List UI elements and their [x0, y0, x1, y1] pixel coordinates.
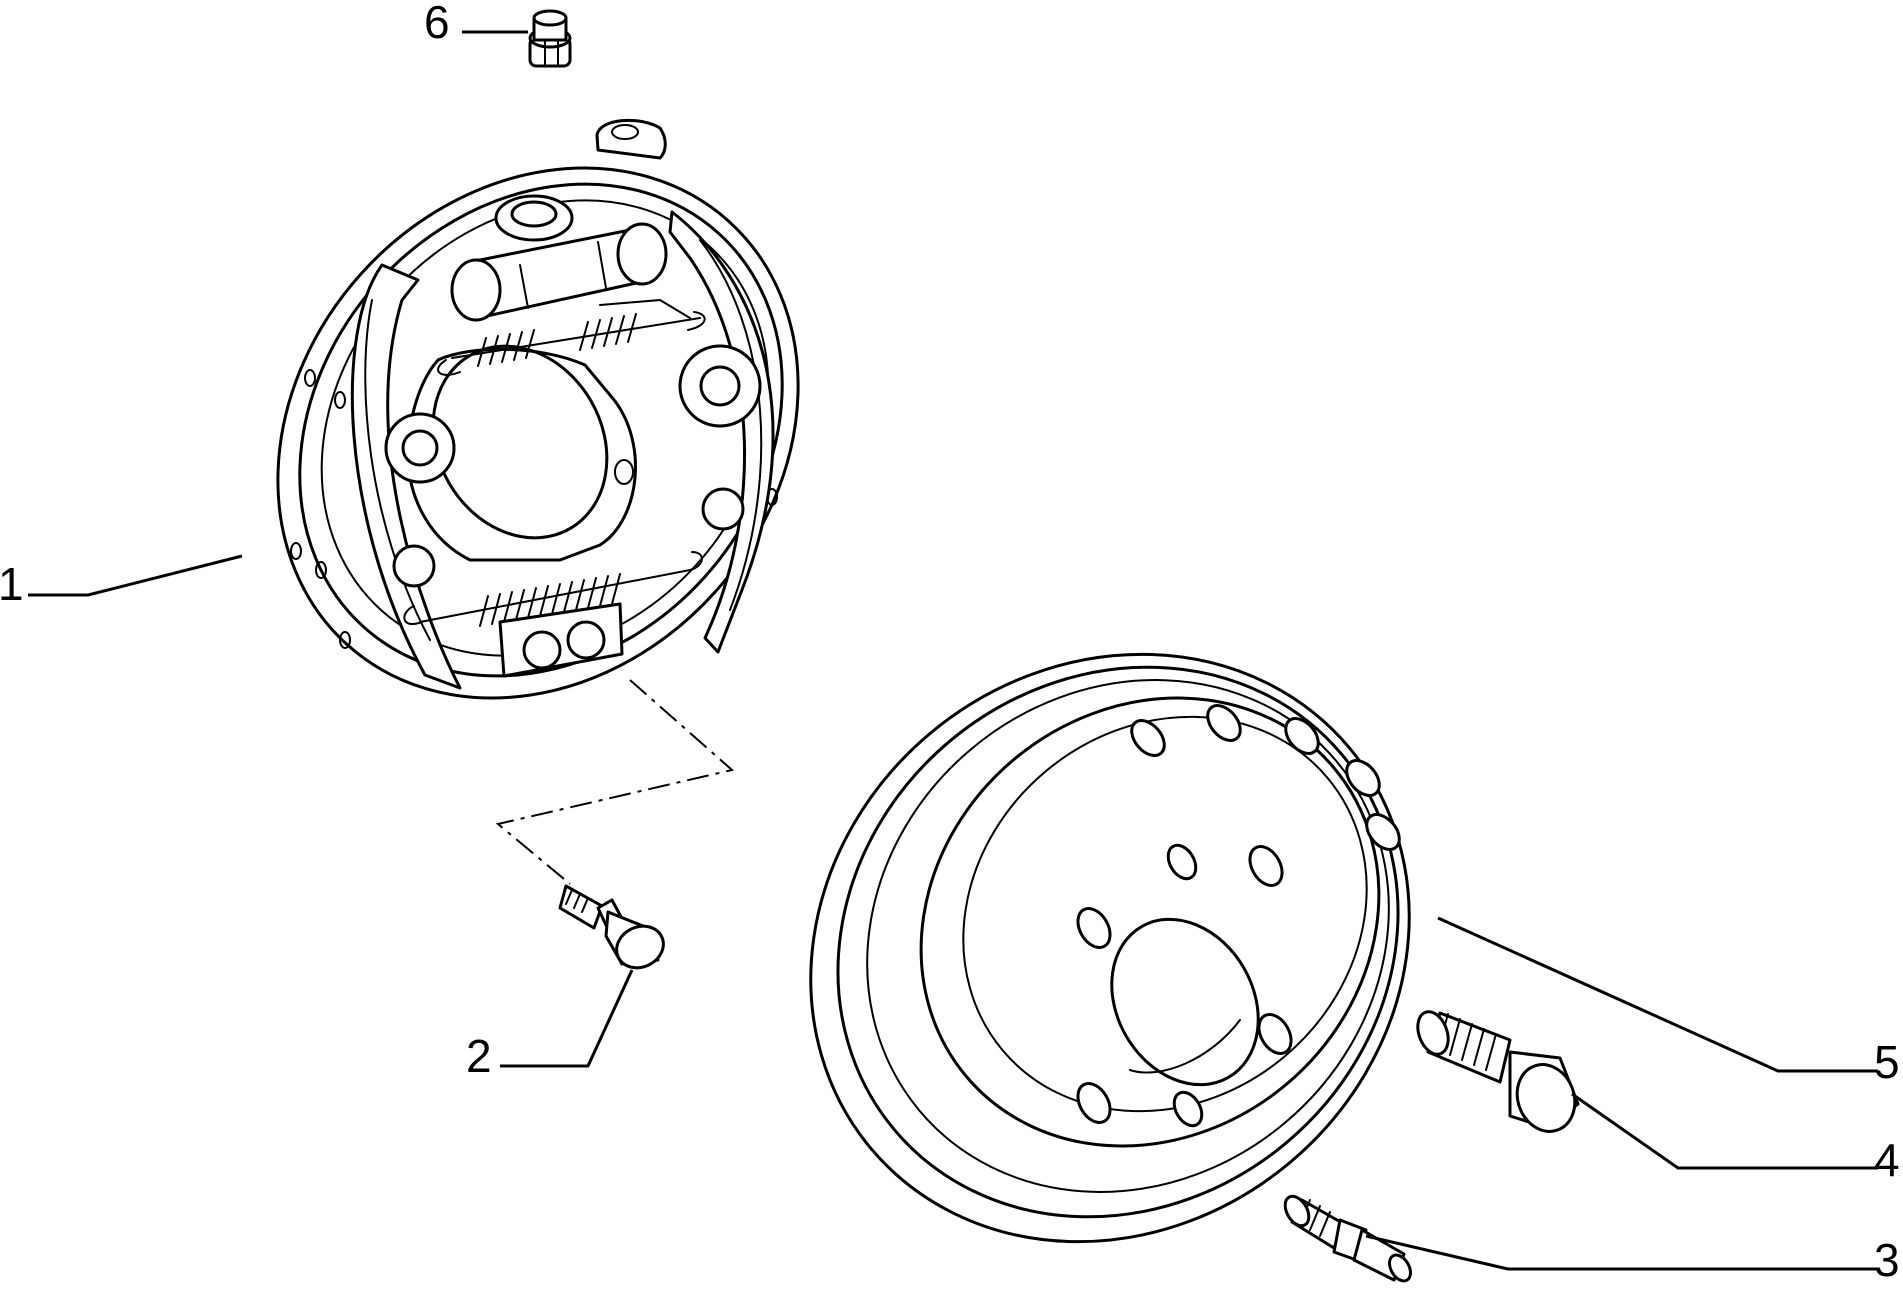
callout-3: 3 [1874, 1234, 1900, 1286]
leader-line-5 [1437, 916, 1878, 1073]
stud-part-3 [1283, 1194, 1412, 1283]
callout-4: 4 [1874, 1134, 1900, 1186]
callout-1: 1 [0, 558, 24, 610]
lower-return-spring [403, 551, 703, 627]
upper-return-spring [437, 311, 706, 376]
leader-line-1 [28, 554, 243, 597]
leader-line-3 [1365, 1234, 1878, 1271]
brake-backing-plate-part-1 [276, 118, 800, 700]
callout-6: 6 [424, 0, 450, 48]
cap-nut-part-6 [528, 9, 572, 68]
leader-line-2 [500, 969, 634, 1068]
assembly-centerline-1-2 [495, 679, 735, 885]
callout-5: 5 [1874, 1036, 1900, 1088]
wheel-bolt-part-4 [1416, 1010, 1580, 1133]
leader-line-4 [1571, 1092, 1878, 1170]
brake-drum-part-5 [809, 652, 1411, 1244]
callout-2: 2 [466, 1030, 492, 1082]
bleed-screw-part-2 [558, 884, 665, 970]
